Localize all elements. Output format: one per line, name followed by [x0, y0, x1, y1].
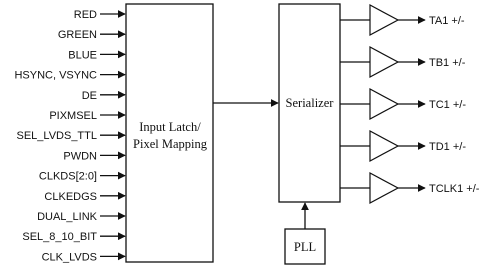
- input-label-red: RED: [74, 9, 97, 21]
- input-latch-label-line1: Input Latch/: [139, 120, 201, 134]
- output-label-ta1: TA1 +/-: [429, 15, 465, 27]
- pll-block: [284, 228, 326, 265]
- output-channels: TA1 +/- TB1 +/- TC1 +/- TD1 +/- TCLK1 +/-: [340, 3, 480, 205]
- input-label-dual-link: DUAL_LINK: [37, 211, 98, 223]
- input-label-de: DE: [82, 90, 97, 102]
- input-label-blue: BLUE: [68, 49, 97, 61]
- lvds-buffer-4: [369, 129, 400, 163]
- input-label-clkds-2-0: CLKDS[2:0]: [39, 171, 97, 183]
- input-latch-label-line2: Pixel Mapping: [133, 137, 208, 151]
- lvds-buffer-5: [369, 171, 400, 205]
- input-label-pixmsel: PIXMSEL: [49, 110, 97, 122]
- input-label-clk-lvds: CLK_LVDS: [42, 251, 97, 263]
- input-label-hsync-vsync: HSYNC, VSYNC: [14, 70, 97, 82]
- output-label-tc1: TC1 +/-: [429, 99, 466, 111]
- input-signals: RED GREEN BLUE HSYNC, VSYNC DE PIXMSEL SEL_LVD…: [14, 9, 126, 263]
- input-label-clkedgs: CLKEDGS: [44, 191, 97, 203]
- input-latch-block: [125, 3, 214, 263]
- serializer-label: Serializer: [286, 96, 335, 110]
- serializer-block: [278, 3, 341, 203]
- lvds-buffer-2: [369, 45, 400, 79]
- lvds-buffer-3: [369, 87, 400, 121]
- pll-label: PLL: [294, 240, 316, 254]
- output-label-td1: TD1 +/-: [429, 141, 466, 153]
- input-label-green: GREEN: [58, 29, 97, 41]
- lvds-buffer-1: [369, 3, 400, 37]
- input-label-pwdn: PWDN: [63, 150, 97, 162]
- output-label-tb1: TB1 +/-: [429, 57, 466, 69]
- input-label-sel-lvds-ttl: SEL_LVDS_TTL: [16, 130, 97, 142]
- input-label-sel-8-10-bit: SEL_8_10_BIT: [22, 231, 97, 243]
- output-label-tclk1: TCLK1 +/-: [429, 183, 480, 195]
